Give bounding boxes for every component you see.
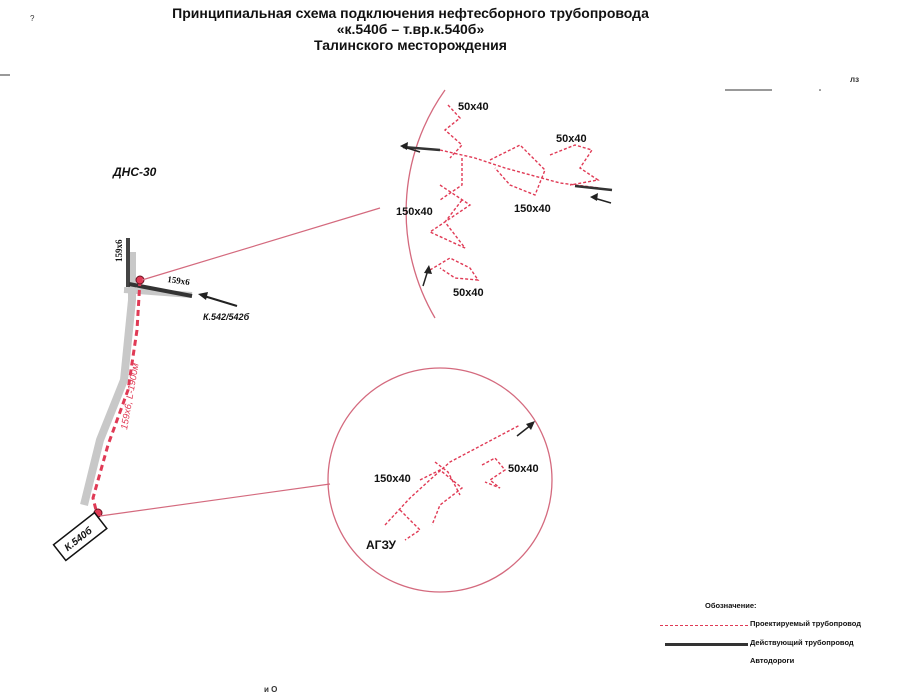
pipe-vertical-label: 159x6 bbox=[114, 239, 124, 262]
title-line-1: Принципиальная схема подключения нефтесб… bbox=[172, 5, 649, 21]
top-fitting-label-5: 50x40 bbox=[453, 287, 484, 299]
callout-top-fittings bbox=[428, 104, 601, 281]
title-line-3: Талинского месторождения bbox=[314, 37, 507, 53]
top-fitting-label-3: 150x40 bbox=[396, 206, 433, 218]
callout-bottom-fittings bbox=[384, 424, 521, 541]
legend-heading: Обозначение: bbox=[705, 601, 757, 610]
top-fitting-label-2: 50x40 bbox=[556, 133, 587, 145]
top-existing-pipe-right bbox=[574, 184, 613, 192]
bottom-mark: и О bbox=[264, 685, 278, 694]
top-right-mark: лз bbox=[850, 75, 860, 84]
top-arrow-right-head bbox=[590, 193, 598, 201]
top-arrow-left-head bbox=[400, 142, 408, 150]
existing-pipe-horizontal bbox=[128, 282, 193, 298]
legend-item-existing: Действующий трубопровод bbox=[660, 638, 900, 650]
pipe-horizontal-label: 159x6 bbox=[167, 274, 191, 287]
legend-swatch-existing bbox=[665, 643, 748, 646]
callout-top-arc bbox=[405, 89, 446, 319]
legend-label-projected: Проектируемый трубопровод bbox=[750, 619, 862, 628]
well-group-label: К.542/542б bbox=[203, 312, 250, 322]
callout-bottom-circle bbox=[327, 367, 553, 593]
top-existing-pipe-left bbox=[402, 145, 441, 152]
legend-label-existing: Действующий трубопровод bbox=[750, 638, 854, 647]
callout-top-leader bbox=[141, 207, 381, 281]
flow-arrow-head bbox=[198, 292, 208, 300]
dot-mark bbox=[819, 89, 821, 91]
flow-arrow-k542 bbox=[203, 295, 238, 307]
callout-bottom-leader bbox=[99, 483, 331, 517]
top-fitting-label-1: 50x40 bbox=[458, 101, 489, 113]
well-box: К.540б bbox=[52, 511, 108, 562]
legend-item-projected: Проектируемый трубопровод bbox=[660, 619, 900, 631]
legend-swatch-projected bbox=[660, 625, 748, 626]
top-fitting-label-4: 150x40 bbox=[514, 203, 551, 215]
bottom-fitting-label-1: 150x40 bbox=[374, 473, 411, 485]
legend-item-roads: Автодороги bbox=[660, 656, 900, 668]
dns-label: ДНС-30 bbox=[112, 165, 157, 179]
legend-label-roads: Автодороги bbox=[750, 656, 795, 665]
projected-pipeline bbox=[91, 279, 142, 511]
title-line-2: «к.540б – т.вр.к.540б» bbox=[336, 21, 485, 37]
top-arrow-up-head bbox=[424, 265, 432, 274]
agzu-label: АГЗУ bbox=[366, 538, 397, 552]
bottom-arrow-head bbox=[526, 421, 535, 430]
bottom-fitting-label-2: 50x40 bbox=[508, 463, 539, 475]
diagram-title: Принципиальная схема подключения нефтесб… bbox=[0, 5, 911, 53]
corner-mark: ? bbox=[30, 14, 35, 23]
